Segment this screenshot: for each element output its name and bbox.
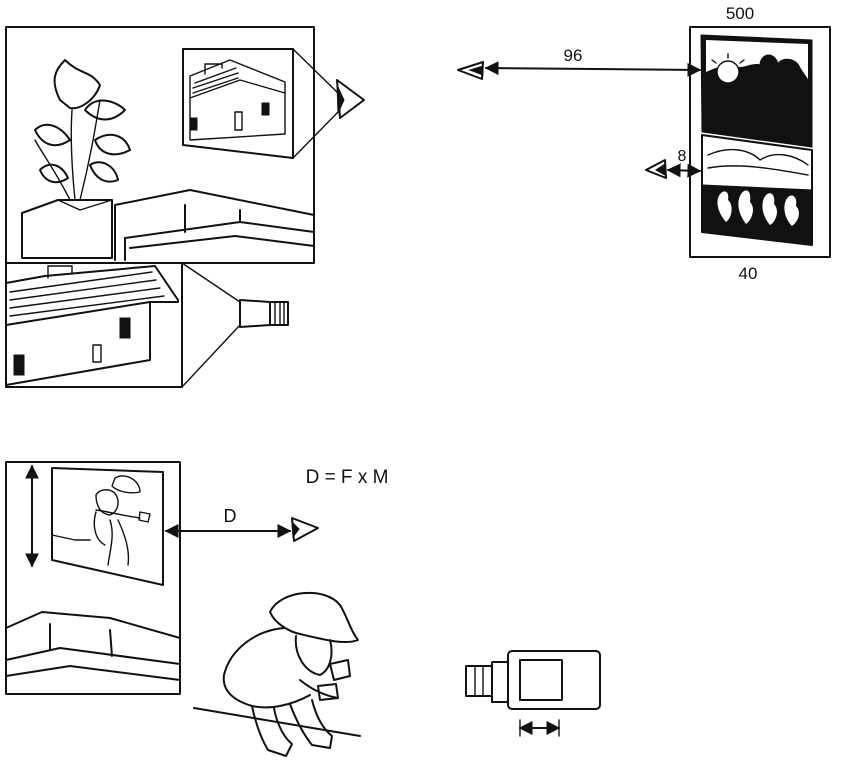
eye-icon [336, 79, 365, 119]
camera-icon [465, 650, 601, 737]
width-bottom-label: 40 [739, 264, 758, 283]
formula-scene: D D = F x M [5, 461, 601, 757]
plant-illustration [21, 59, 131, 259]
height-top-label: 500 [726, 4, 754, 23]
eye-icon-near [645, 159, 667, 179]
eye-icon-far [457, 61, 484, 80]
slide-sunset [700, 34, 813, 148]
slide-landscape [701, 134, 813, 246]
person-illustration [193, 591, 361, 757]
distance-near-label: 8 [678, 148, 687, 165]
sofa-illustration-bottom [5, 611, 181, 681]
house-scene [5, 262, 289, 388]
distance-d-label: D [224, 506, 237, 526]
eye-icon-formula [291, 517, 319, 542]
wall-picture-person [51, 467, 164, 586]
wall-picture [182, 48, 294, 159]
room-scene-top [5, 26, 365, 264]
distance-far-label: 96 [564, 46, 583, 65]
formula-label: D = F x M [306, 467, 389, 488]
projector-icon [239, 299, 289, 328]
sofa-illustration [114, 189, 315, 261]
film-frame-diagram: 96 500 8 40 [457, 4, 831, 283]
